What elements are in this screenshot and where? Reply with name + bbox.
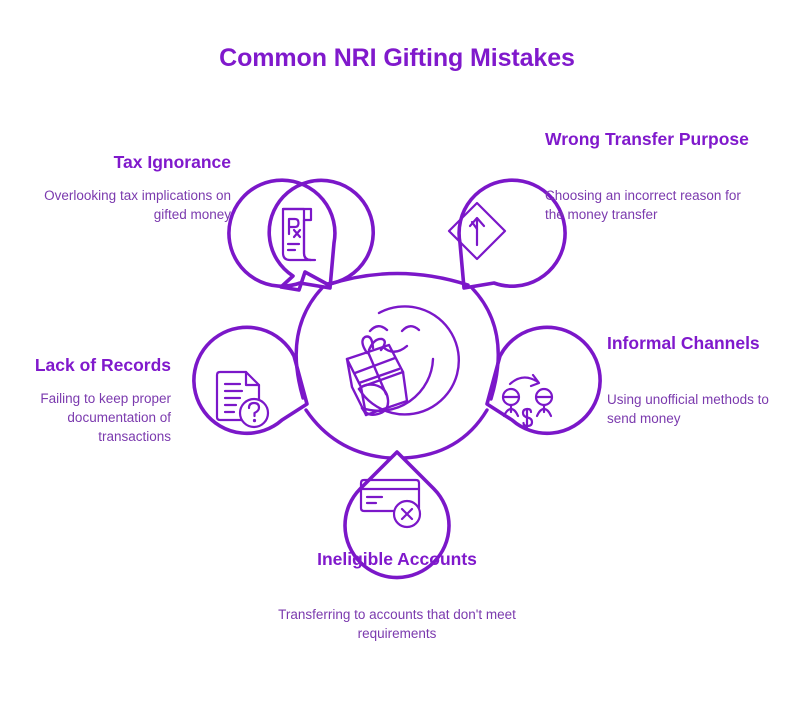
node-label-tax-ignorance: Tax Ignorance [113,152,231,172]
node-description-tax-ignorance: Overlooking tax implications on gifted m… [44,188,231,222]
node-label-lack-of-records: Lack of Records [34,355,171,375]
pin-outline-lack-of-records [192,325,309,436]
two-people-money-exchange-icon [501,373,554,429]
tax-document-rx-icon [281,207,317,262]
ring-connector-arcs [294,271,500,460]
node-informal-channels[interactable] [485,325,602,436]
node-description-informal-channels: Using unofficial methods to send money [607,392,769,426]
pin-outline-tax-ignorance [227,178,337,290]
node-tax-ignorance[interactable] [227,178,375,292]
credit-card-blocked-icon [359,478,422,529]
pin-outline-informal-channels [485,325,602,436]
gift-box-icon [345,335,409,417]
node-description-wrong-transfer-purpose: Choosing an incorrect reason for the mon… [545,188,741,222]
node-label-wrong-transfer-purpose: Wrong Transfer Purpose [545,129,749,149]
diamond-sign-up-arrow-icon [447,201,507,261]
node-description-lack-of-records: Failing to keep proper documentation of … [40,391,171,444]
node-description-ineligible-accounts: Transferring to accounts that don't meet… [278,607,516,641]
document-question-mark-icon [215,370,270,429]
page-title: Common NRI Gifting Mistakes [219,44,575,72]
center-smiling-face-with-gift-icon [345,305,460,417]
node-label-informal-channels: Informal Channels [607,333,760,353]
node-lack-of-records[interactable] [192,325,309,436]
pin-shape-tax-ignorance [267,178,375,292]
node-label-ineligible-accounts: Ineligible Accounts [317,549,477,569]
